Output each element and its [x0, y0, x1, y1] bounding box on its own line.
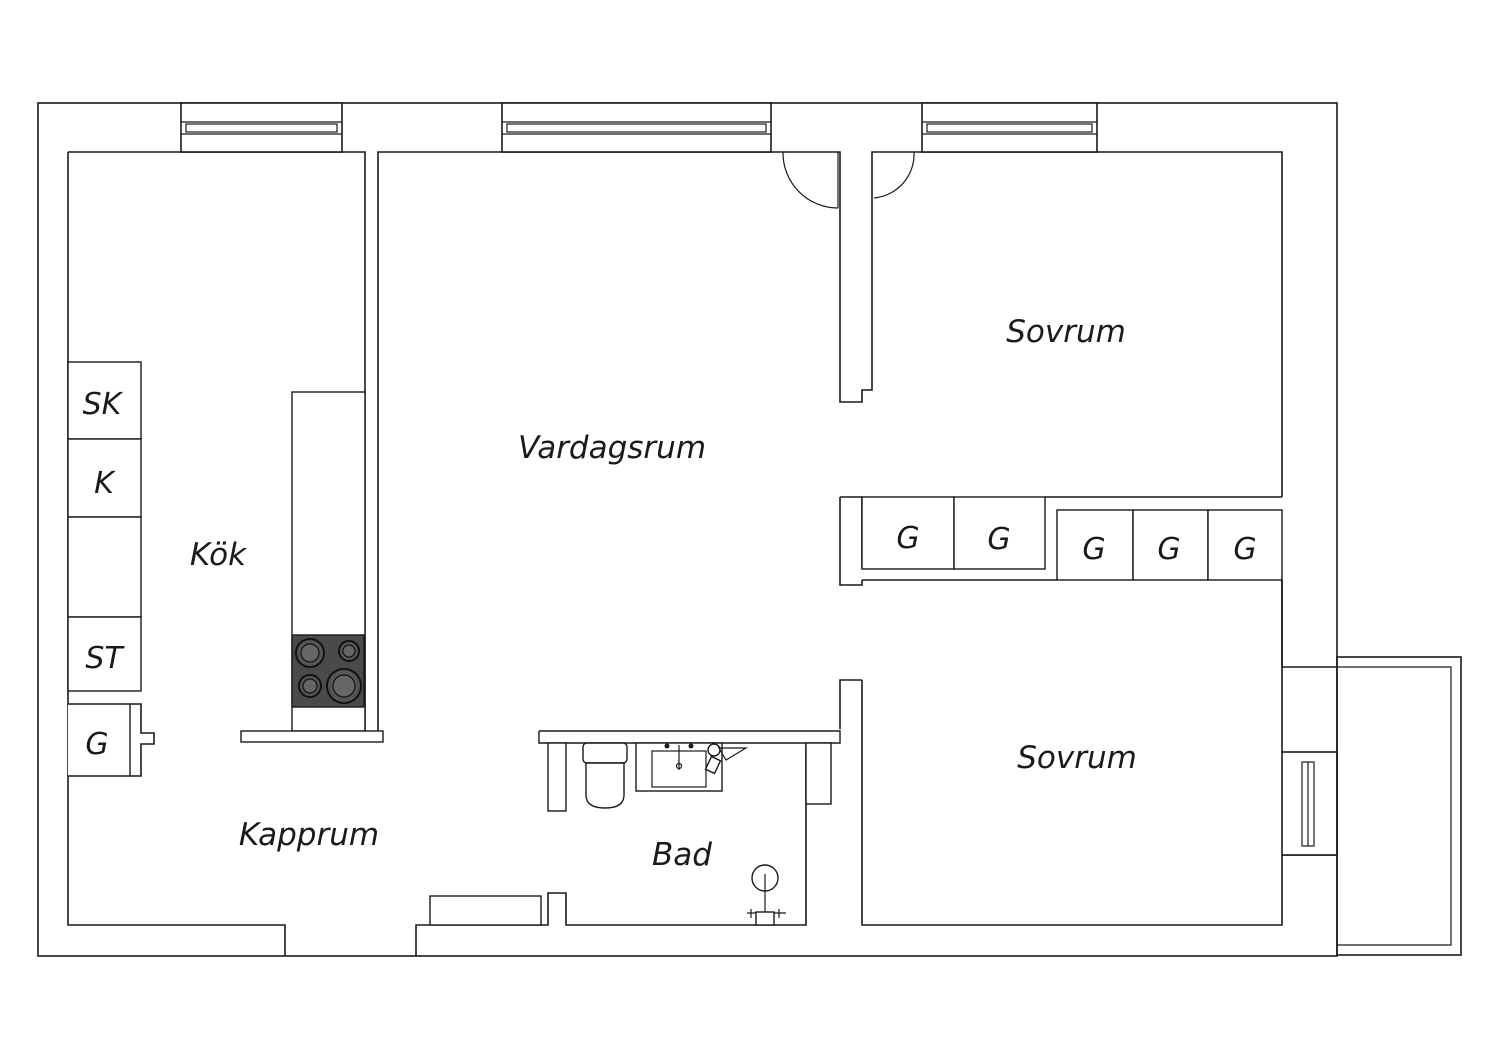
window-living-room	[501, 102, 772, 153]
cooktop	[291, 634, 365, 708]
wardrobe-label-5: G	[1233, 532, 1256, 567]
stove-label: ST	[85, 641, 125, 676]
window-balcony-door	[1281, 751, 1338, 856]
wardrobes	[861, 496, 1283, 581]
freezer-cabinet	[67, 361, 142, 440]
door-swings	[782, 151, 915, 209]
kitchen-left-cabinets	[67, 361, 155, 777]
room-label-kitchen: Kök	[190, 537, 247, 573]
wardrobe-2	[953, 496, 1046, 570]
mixer-tap-icon	[704, 743, 749, 775]
room-label-bedroom-upper: Sovrum	[1006, 314, 1126, 350]
wardrobe-1	[861, 496, 955, 570]
freezer-label: SK	[83, 387, 124, 422]
bathroom	[538, 730, 841, 926]
wardrobe-3	[1056, 509, 1134, 581]
toilet-icon	[582, 742, 628, 809]
hall-wardrobe-label: G	[85, 727, 108, 762]
wardrobe-5	[1207, 509, 1283, 581]
wardrobe-label-4: G	[1157, 532, 1180, 567]
balcony	[1336, 656, 1462, 956]
fridge-cabinet	[67, 438, 142, 518]
shower-icon	[747, 864, 786, 926]
window-bedroom	[921, 102, 1098, 153]
window-kitchen	[180, 102, 343, 153]
room-label-bedroom-lower: Sovrum	[1017, 740, 1137, 776]
hall-wardrobe	[68, 703, 131, 777]
kitchen-counter	[240, 391, 384, 743]
room-label-living-room: Vardagsrum	[518, 430, 706, 466]
wardrobe-label-3: G	[1082, 532, 1105, 567]
fridge-label: K	[94, 466, 116, 501]
room-label-hall: Kapprum	[239, 817, 379, 853]
stove-cabinet	[67, 616, 142, 692]
hall-bench	[429, 895, 542, 926]
windows	[180, 102, 1338, 856]
room-label-bathroom: Bad	[652, 837, 712, 873]
wardrobe-label-2: G	[987, 522, 1010, 557]
wardrobe-label-1: G	[896, 521, 919, 556]
empty-cabinet	[67, 516, 142, 618]
